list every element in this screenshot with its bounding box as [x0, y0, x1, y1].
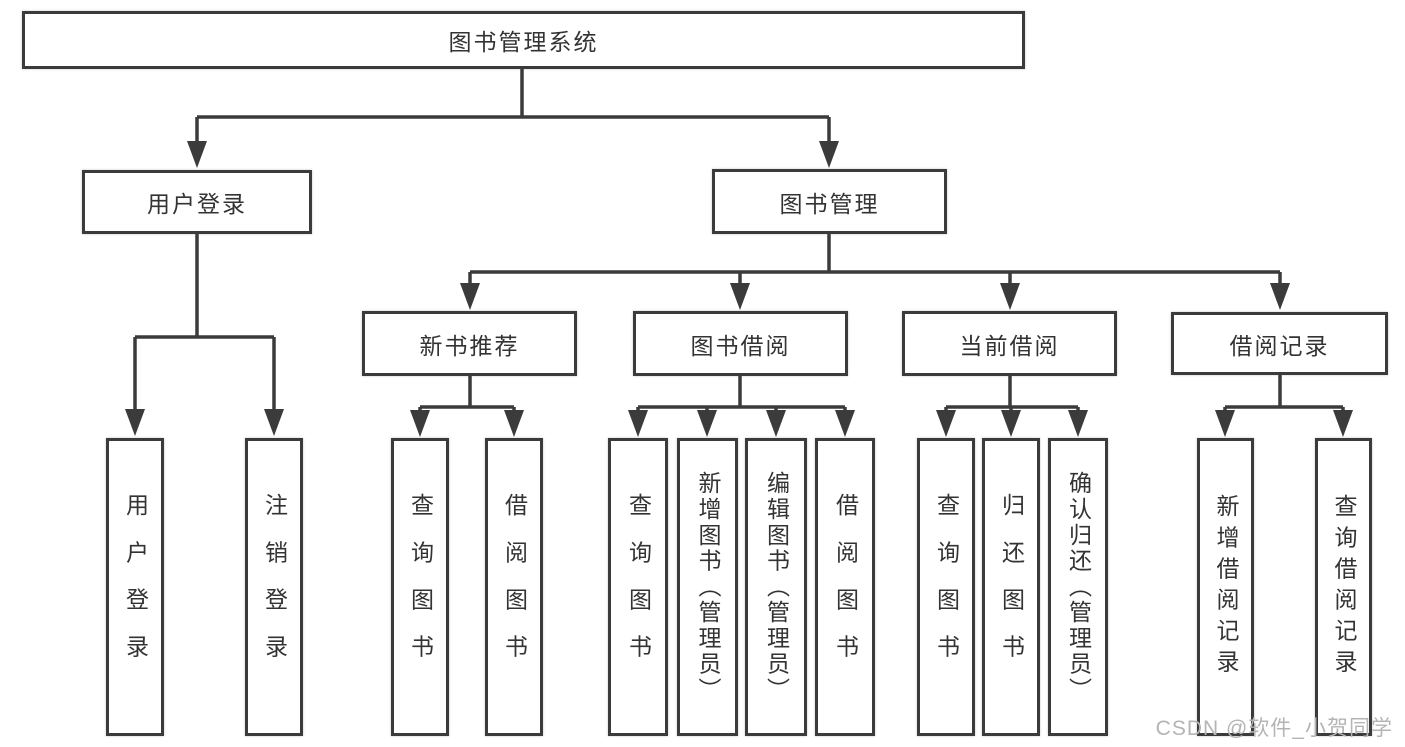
leaf-borrowing-add-books-admin: 新增图书（管理员）: [677, 438, 738, 736]
leaf-current-confirm-return-admin-label: 确认归还（管理员）: [1065, 471, 1092, 703]
leaf-recommend-borrow-books: 借阅图书: [485, 438, 543, 736]
node-current-borrowing: 当前借阅: [902, 311, 1117, 376]
node-borrow-records: 借阅记录: [1171, 312, 1388, 375]
leaf-borrowing-edit-books-admin: 编辑图书（管理员）: [745, 438, 807, 736]
leaf-current-confirm-return-admin: 确认归还（管理员）: [1048, 438, 1108, 736]
leaf-records-add-record: 新增借阅记录: [1197, 438, 1254, 736]
leaf-logout-label: 注销登录: [261, 492, 288, 682]
leaf-records-add-record-label: 新增借阅记录: [1213, 493, 1239, 681]
node-new-book-recommend: 新书推荐: [362, 311, 577, 376]
node-book-borrowing-label: 图书借阅: [690, 332, 791, 359]
leaf-logout: 注销登录: [245, 438, 303, 736]
leaf-borrowing-borrow-books: 借阅图书: [815, 438, 875, 736]
leaf-user-login: 用户登录: [106, 438, 164, 736]
node-book-borrowing: 图书借阅: [633, 311, 848, 376]
node-book-management: 图书管理: [712, 169, 947, 234]
node-borrow-records-label: 借阅记录: [1229, 332, 1330, 359]
leaf-current-return-books-label: 归还图书: [998, 492, 1025, 682]
leaf-borrowing-query-books: 查询图书: [608, 438, 668, 736]
node-library-system: 图书管理系统: [22, 11, 1025, 69]
leaf-recommend-query-books: 查询图书: [391, 438, 449, 736]
leaf-recommend-borrow-books-label: 借阅图书: [501, 492, 528, 682]
watermark: CSDN @软件_小贺同学: [1155, 717, 1393, 740]
node-library-system-label: 图书管理系统: [448, 29, 599, 55]
leaf-current-return-books: 归还图书: [982, 438, 1040, 736]
leaf-borrowing-add-books-admin-label: 新增图书（管理员）: [695, 471, 721, 703]
leaf-current-query-books-label: 查询图书: [933, 492, 960, 682]
leaf-current-query-books: 查询图书: [917, 438, 975, 736]
leaf-user-login-label: 用户登录: [122, 492, 149, 682]
leaf-borrowing-borrow-books-label: 借阅图书: [832, 492, 859, 682]
leaf-records-query-record-label: 查询借阅记录: [1331, 493, 1357, 681]
leaf-borrowing-edit-books-admin-label: 编辑图书（管理员）: [763, 471, 790, 703]
node-book-management-label: 图书管理: [779, 190, 880, 217]
node-user-login: 用户登录: [82, 170, 312, 234]
node-user-login-label: 用户登录: [147, 191, 247, 217]
leaf-recommend-query-books-label: 查询图书: [407, 492, 434, 682]
node-current-borrowing-label: 当前借阅: [959, 332, 1060, 359]
leaf-borrowing-query-books-label: 查询图书: [625, 492, 652, 682]
node-new-book-recommend-label: 新书推荐: [419, 332, 520, 359]
leaf-records-query-record: 查询借阅记录: [1315, 438, 1372, 736]
